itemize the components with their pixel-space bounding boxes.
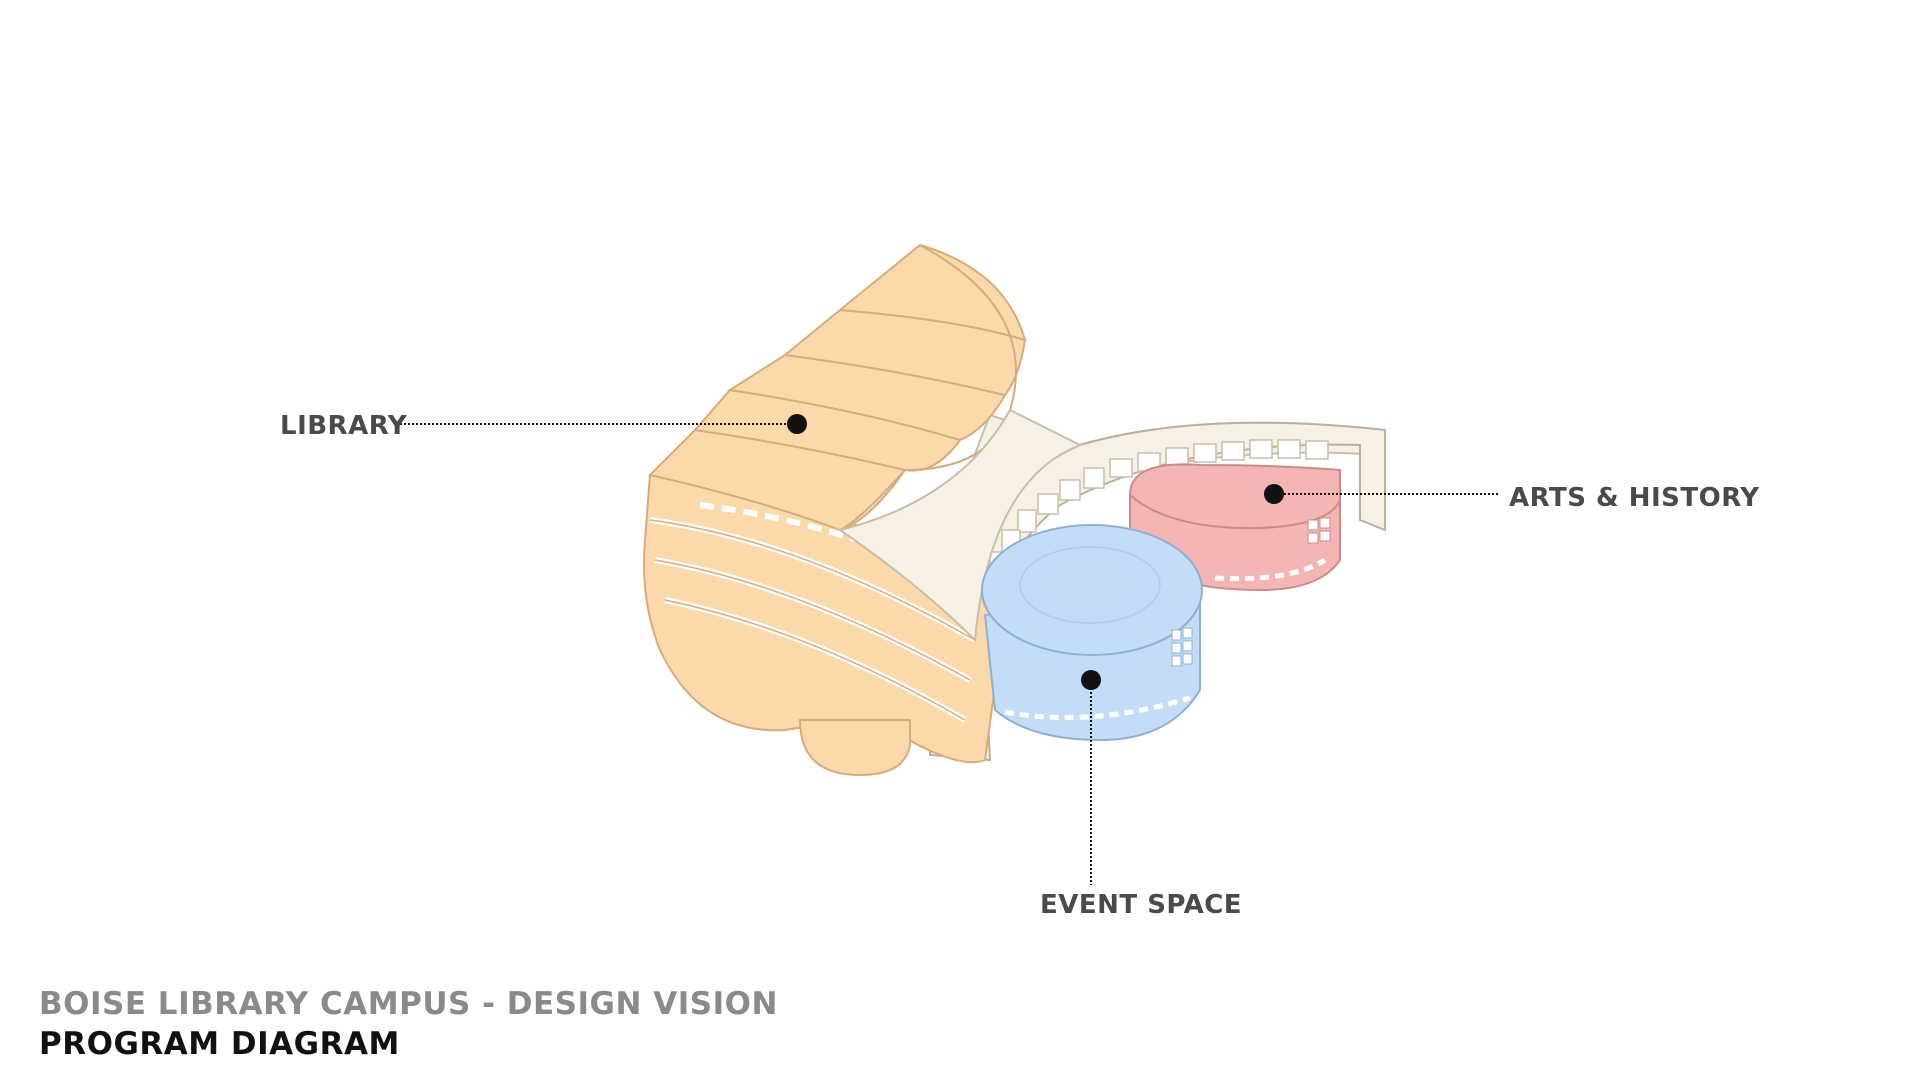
arts-history-label: ARTS & HISTORY	[1509, 483, 1760, 513]
arts-history-windows	[1307, 517, 1331, 544]
leader-arts-history	[1264, 484, 1500, 504]
library-skylight-dashes	[699, 502, 942, 573]
leader-library	[400, 414, 807, 434]
library-rotunda	[798, 719, 911, 777]
event-space-dashes	[1004, 695, 1191, 721]
event-space-windows	[1171, 627, 1193, 667]
library-marker-dot	[787, 414, 807, 434]
library-link-roof	[837, 408, 1083, 643]
event-space-marker-dot	[1081, 670, 1101, 690]
event-space-label: EVENT SPACE	[1040, 890, 1243, 920]
arts-history-dashes	[1214, 557, 1327, 582]
library-label: LIBRARY	[280, 411, 408, 441]
page-title: PROGRAM DIAGRAM	[39, 1026, 400, 1062]
arts-history-marker-dot	[1264, 484, 1284, 504]
library-roof-tier-5	[837, 243, 1027, 342]
event-space-volume	[981, 524, 1203, 742]
event-space-top	[981, 524, 1203, 656]
leader-event-space	[1081, 670, 1101, 885]
project-subtitle: BOISE LIBRARY CAMPUS - DESIGN VISION	[39, 986, 778, 1022]
arts-history-top	[1128, 463, 1341, 530]
library-volume	[643, 243, 1083, 777]
